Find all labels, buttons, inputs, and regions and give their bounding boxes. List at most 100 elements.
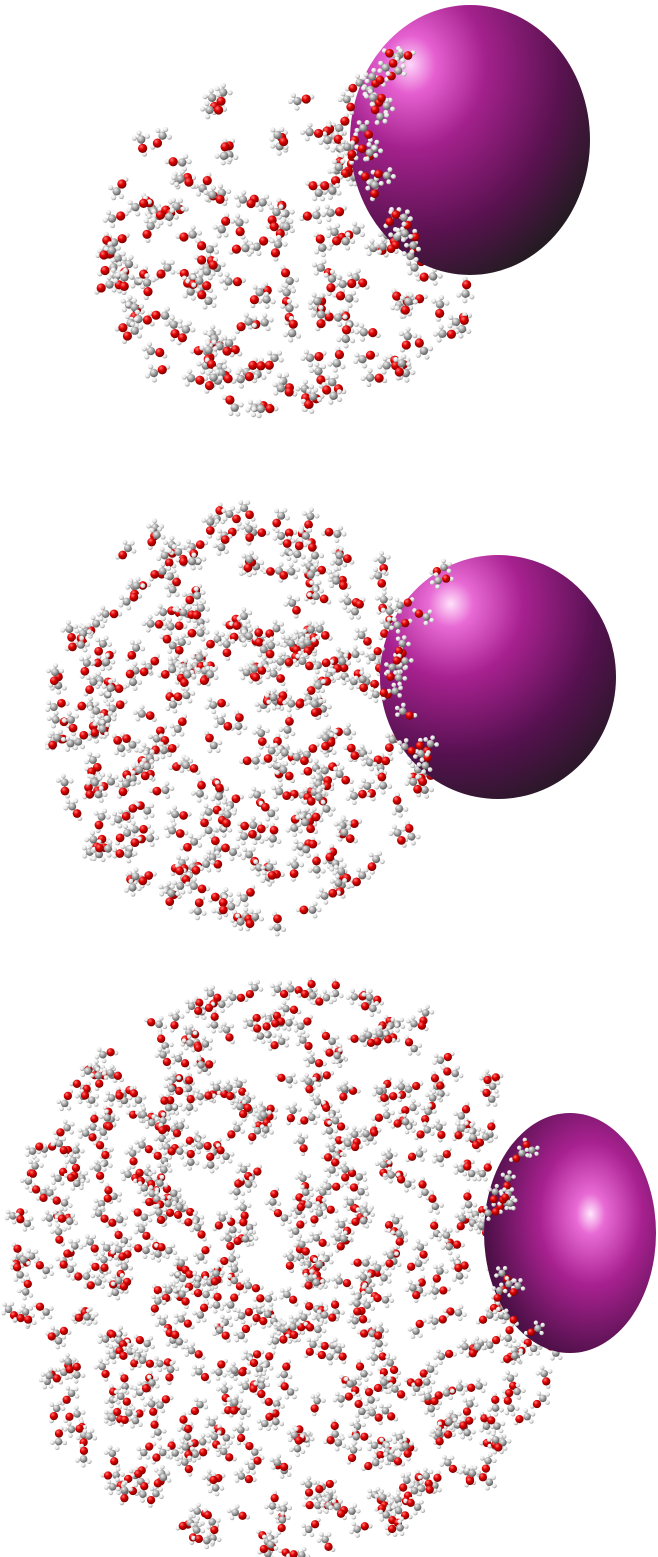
hydrogen-atom (151, 213, 158, 219)
carbon-atom (196, 628, 205, 637)
hydrogen-atom (153, 756, 159, 762)
hydrogen-atom (78, 656, 84, 662)
hydrogen-atom (241, 637, 247, 643)
carbon-atom (457, 324, 467, 334)
hydrogen-atom (305, 633, 311, 639)
hydrogen-atom (328, 399, 334, 405)
hydrogen-atom (314, 623, 319, 629)
hydrogen-atom (108, 185, 114, 191)
oxygen-atom (374, 373, 384, 383)
hydrogen-atom (404, 209, 410, 215)
oxygen-atom (208, 260, 218, 270)
hydrogen-atom (387, 595, 393, 601)
oxygen-atom (385, 743, 394, 752)
carbon-atom (267, 746, 276, 755)
hydrogen-atom (258, 206, 264, 212)
oxygen-atom (347, 149, 357, 159)
hydrogen-atom (256, 399, 262, 405)
hydrogen-atom (127, 294, 133, 301)
hydrogen-atom (245, 665, 251, 671)
hydrogen-atom (204, 606, 210, 612)
hydrogen-atom (79, 635, 85, 641)
carbon-atom (327, 274, 337, 283)
hydrogen-atom (200, 636, 206, 642)
carbon-atom (365, 148, 374, 157)
carbon-atom (123, 544, 132, 553)
oxygen-atom (195, 375, 205, 385)
hydrogen-atom (408, 216, 413, 222)
oxygen-atom (288, 319, 298, 329)
hydrogen-atom (338, 546, 344, 552)
hydrogen-atom (191, 282, 197, 288)
hydrogen-atom (360, 375, 366, 381)
hydrogen-atom (307, 299, 313, 305)
oxygen-atom (419, 272, 429, 282)
carbon-atom (222, 640, 231, 649)
oxygen-atom (320, 181, 330, 191)
hydrogen-atom (94, 738, 99, 744)
hydrogen-atom (372, 761, 378, 767)
carbon-atom (328, 186, 337, 195)
hydrogen-atom (220, 712, 226, 718)
oxygen-atom (246, 198, 256, 209)
carbon-atom (350, 791, 359, 800)
carbon-atom (351, 650, 360, 659)
hydrogen-atom (312, 694, 318, 700)
carbon-atom (306, 570, 315, 579)
hydrogen-atom (98, 616, 104, 622)
carbon-atom (176, 174, 185, 184)
hydrogen-atom (302, 787, 308, 792)
hydrogen-atom (276, 665, 282, 671)
oxygen-atom (155, 347, 165, 358)
oxygen-atom (96, 283, 106, 293)
hydrogen-atom (202, 661, 208, 667)
oxygen-atom (334, 350, 345, 360)
hydrogen-atom (164, 306, 170, 312)
hydrogen-atom (193, 586, 199, 592)
hydrogen-atom (183, 658, 189, 664)
carbon-atom (160, 311, 170, 320)
hydrogen-atom (358, 784, 364, 790)
hydrogen-atom (264, 303, 270, 309)
oxygen-atom (142, 229, 152, 239)
oxygen-atom (363, 636, 372, 646)
hydrogen-atom (343, 653, 349, 659)
hydrogen-atom (151, 208, 157, 215)
oxygen-atom (300, 756, 309, 766)
hydrogen-atom (323, 712, 329, 718)
carbon-atom (255, 288, 264, 297)
carbon-atom (196, 603, 205, 612)
hydrogen-atom (271, 688, 277, 694)
hydrogen-atom (398, 48, 404, 54)
hydrogen-atom (366, 142, 372, 148)
hydrogen-atom (169, 535, 175, 541)
hydrogen-atom (415, 352, 422, 358)
hydrogen-atom (110, 257, 116, 263)
hydrogen-atom (74, 628, 80, 634)
hydrogen-atom (387, 784, 393, 789)
carbon-atom (334, 162, 344, 172)
hydrogen-atom (201, 517, 207, 523)
oxygen-atom (338, 581, 348, 590)
hydrogen-atom (262, 312, 268, 319)
hydrogen-atom (157, 603, 163, 609)
hydrogen-atom (159, 546, 165, 552)
hydrogen-atom (280, 218, 286, 224)
hydrogen-atom (353, 635, 359, 641)
hydrogen-atom (340, 139, 346, 145)
hydrogen-atom (374, 784, 380, 790)
hydrogen-atom (173, 635, 179, 641)
hydrogen-atom (171, 568, 177, 574)
hydrogen-atom (280, 634, 286, 640)
ion-sphere-1 (350, 5, 590, 275)
hydrogen-atom (199, 345, 205, 351)
hydrogen-atom (310, 599, 316, 605)
carbon-atom (287, 328, 297, 338)
hydrogen-atom (248, 793, 253, 799)
carbon-atom (341, 334, 351, 344)
hydrogen-atom (148, 364, 154, 370)
hydrogen-atom (131, 763, 137, 769)
oxygen-atom (331, 176, 341, 186)
hydrogen-atom (337, 97, 343, 103)
oxygen-atom (355, 599, 365, 609)
